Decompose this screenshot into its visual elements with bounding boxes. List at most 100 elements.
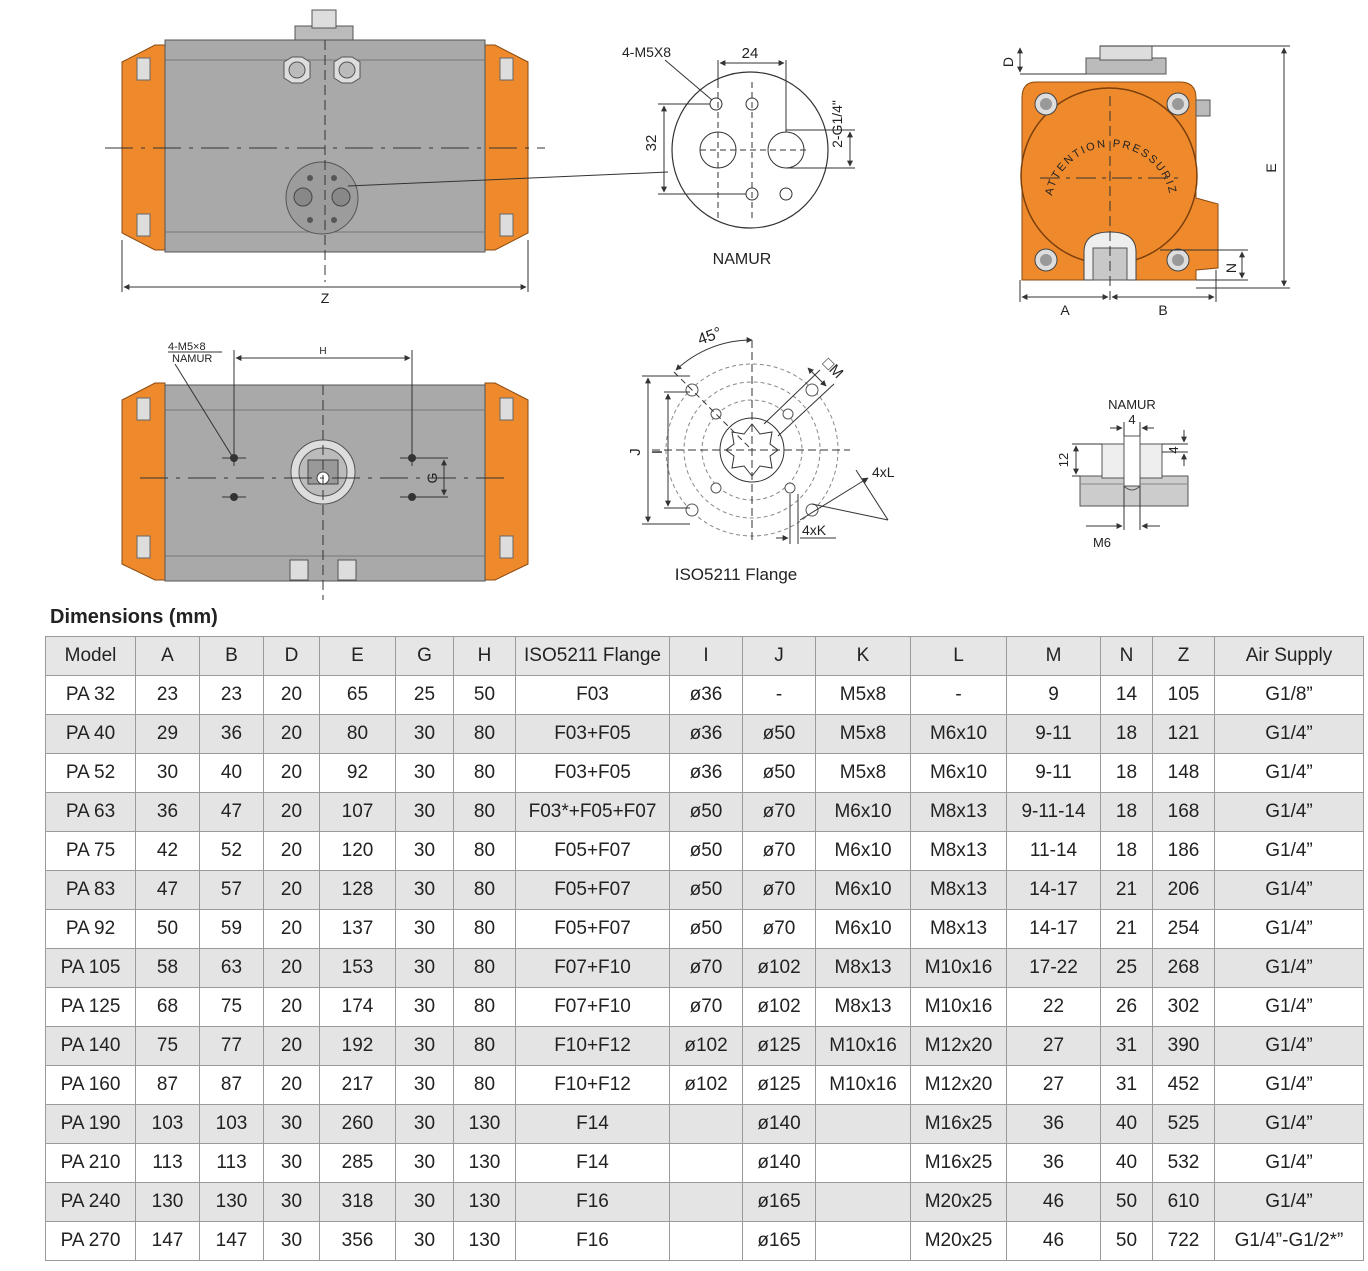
table-cell: F03*+F05+F07	[515, 792, 670, 832]
table-cell: 40	[1100, 1104, 1153, 1144]
table-cell: F16	[515, 1182, 670, 1222]
table-cell: 50	[135, 909, 200, 949]
table-cell: G1/4”	[1214, 1104, 1364, 1144]
table-cell: 113	[135, 1143, 200, 1183]
table-cell: 40	[199, 753, 264, 793]
table-cell: 30	[395, 792, 454, 832]
table-cell: M8x13	[910, 831, 1007, 871]
namur-shaft-depth-label: 4	[1166, 446, 1181, 453]
table-cell: ø140	[742, 1104, 816, 1144]
column-header-j: J	[742, 636, 816, 676]
table-cell: 59	[199, 909, 264, 949]
namur-shaft-height-label: 12	[1056, 453, 1071, 467]
table-cell: M20x25	[910, 1221, 1007, 1261]
table-cell: 30	[395, 1065, 454, 1105]
table-cell: G1/4”	[1214, 831, 1364, 871]
table-cell: 217	[319, 1065, 396, 1105]
table-cell: ø50	[669, 909, 743, 949]
table-cell: 130	[135, 1182, 200, 1222]
table-cell: 206	[1152, 870, 1215, 910]
table-cell: ø125	[742, 1065, 816, 1105]
table-cell: PA 92	[45, 909, 136, 949]
table-cell: 452	[1152, 1065, 1215, 1105]
table-cell: 120	[319, 831, 396, 871]
table-cell: PA 240	[45, 1182, 136, 1222]
table-cell: 23	[135, 675, 200, 715]
table-cell: M16x25	[910, 1143, 1007, 1183]
table-cell: PA 83	[45, 870, 136, 910]
table-cell: 130	[453, 1182, 516, 1222]
table-cell: 80	[453, 753, 516, 793]
table-cell: 27	[1006, 1065, 1101, 1105]
namur-height-label: 32	[643, 135, 660, 152]
table-cell: G1/4”	[1214, 1065, 1364, 1105]
table-cell: 50	[453, 675, 516, 715]
table-cell: 20	[263, 1026, 320, 1066]
table-cell: ø165	[742, 1182, 816, 1222]
namur-shaft-caption: NAMUR	[1108, 397, 1156, 412]
namur-port-label: 2-G1/4"	[829, 100, 845, 148]
table-cell: M5x8	[815, 675, 911, 715]
column-header-n: N	[1100, 636, 1153, 676]
table-cell: 105	[1152, 675, 1215, 715]
table-cell: 80	[453, 714, 516, 754]
table-cell: 65	[319, 675, 396, 715]
table-cell: 20	[263, 870, 320, 910]
iso5211-flange-drawing: 45° □M J I 4xL 4xK ISO5211 Flange	[627, 325, 895, 584]
table-cell: 26	[1100, 987, 1153, 1027]
table-cell: 130	[199, 1182, 264, 1222]
table-cell: G1/4”	[1214, 753, 1364, 793]
table-cell: 174	[319, 987, 396, 1027]
table-cell: 27	[1006, 1026, 1101, 1066]
table-cell: 285	[319, 1143, 396, 1183]
namur-spacing-label: 24	[742, 45, 759, 62]
table-cell: 52	[199, 831, 264, 871]
table-cell: F05+F07	[515, 870, 670, 910]
table-cell: PA 75	[45, 831, 136, 871]
table-cell: G1/4”	[1214, 714, 1364, 754]
dim-i-label: I	[649, 450, 666, 454]
table-cell: 268	[1152, 948, 1215, 988]
table-cell: 137	[319, 909, 396, 949]
dim-b-label: B	[1158, 302, 1167, 318]
dim-h-label: H	[319, 346, 326, 357]
table-cell: 31	[1100, 1026, 1153, 1066]
table-cell: ø36	[669, 753, 743, 793]
table-cell: 30	[395, 1143, 454, 1183]
table-cell: 30	[395, 1104, 454, 1144]
table-cell: 20	[263, 948, 320, 988]
table-cell: ø70	[742, 870, 816, 910]
table-cell: 80	[453, 1065, 516, 1105]
table-cell: 9-11	[1006, 714, 1101, 754]
table-cell: ø50	[669, 831, 743, 871]
table-cell: 130	[453, 1221, 516, 1261]
table-cell: 30	[263, 1182, 320, 1222]
table-cell: 103	[135, 1104, 200, 1144]
table-cell: 21	[1100, 909, 1153, 949]
table-cell: 80	[453, 792, 516, 832]
table-cell: 168	[1152, 792, 1215, 832]
table-cell: ø140	[742, 1143, 816, 1183]
table-cell: 80	[453, 948, 516, 988]
table-cell: 30	[395, 987, 454, 1027]
table-cell: 80	[453, 1026, 516, 1066]
table-cell: 80	[453, 870, 516, 910]
table-cell: 30	[395, 714, 454, 754]
table-cell: ø102	[742, 987, 816, 1027]
table-cell: 50	[1100, 1221, 1153, 1261]
column-header-g: G	[395, 636, 454, 676]
table-cell: M6x10	[910, 714, 1007, 754]
table-cell: F03	[515, 675, 670, 715]
table-cell: M10x16	[815, 1065, 911, 1105]
dim-n-label: N	[1223, 263, 1239, 273]
table-cell: ø36	[669, 714, 743, 754]
table-cell: 107	[319, 792, 396, 832]
namur-thread-label: 4-M5X8	[622, 44, 671, 60]
table-cell: 18	[1100, 753, 1153, 793]
dim-j-label: J	[627, 448, 644, 456]
column-header-d: D	[263, 636, 320, 676]
table-cell: 25	[395, 675, 454, 715]
